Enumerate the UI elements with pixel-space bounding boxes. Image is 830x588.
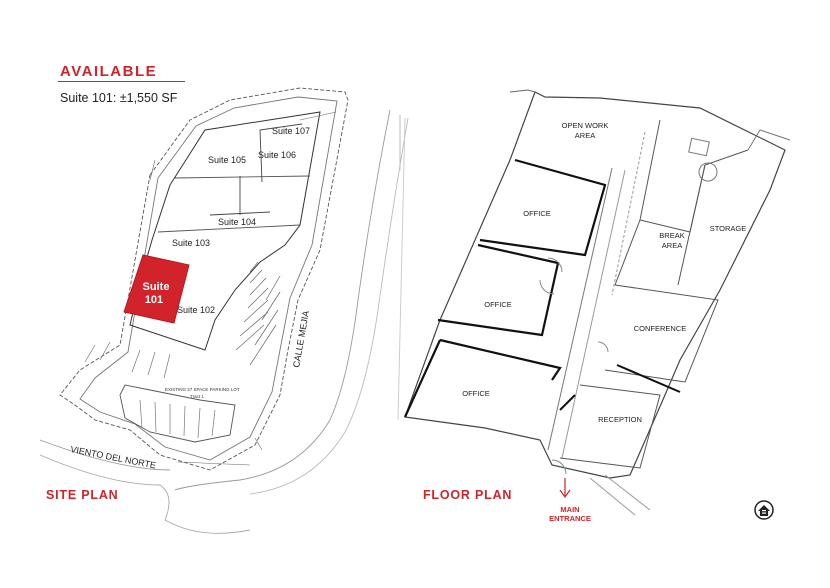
heading-rule — [58, 81, 185, 82]
room-reception: RECEPTION — [598, 415, 642, 424]
office-3-walls — [439, 338, 562, 381]
room-open-work-line1: OPEN WORK — [562, 121, 609, 130]
suite-105-label: Suite 105 — [208, 155, 246, 165]
available-heading: AVAILABLE — [60, 63, 158, 80]
floor-plan — [397, 89, 791, 516]
site-plan — [39, 87, 409, 534]
room-open-work-line2: AREA — [575, 131, 595, 140]
suite-101-label-line1: Suite — [143, 281, 170, 293]
room-office-3: OFFICE — [462, 389, 490, 398]
lot-boundary — [59, 87, 349, 471]
suite-availability: Suite 101: ±1,550 SF — [60, 91, 178, 105]
suite-104-label: Suite 104 — [218, 217, 256, 227]
parking-note: EXISTING 27 SPACE PARKING LOT — [165, 387, 240, 392]
room-office-1: OFFICE — [523, 209, 551, 218]
main-entrance-line2: ENTRANCE — [549, 514, 591, 523]
suite-101-label-line2: 101 — [145, 294, 163, 306]
office-1-walls — [479, 158, 607, 257]
suite-106-label: Suite 106 — [258, 150, 296, 160]
office-2-walls — [437, 243, 560, 337]
room-break-line1: BREAK — [659, 231, 684, 240]
reception-walls — [559, 384, 661, 469]
road-curve — [174, 109, 391, 491]
tract-label: Tract 1 — [190, 394, 204, 399]
room-break-line2: AREA — [662, 241, 682, 250]
main-entrance-line1: MAIN — [560, 505, 580, 514]
suite-103-label: Suite 103 — [172, 238, 210, 248]
floor-plan-label: FLOOR PLAN — [423, 488, 513, 502]
suite-101-highlight — [123, 254, 190, 324]
room-storage: STORAGE — [710, 224, 747, 233]
fixture-toilet — [698, 162, 718, 182]
street-viento-del-norte: VIENTO DEL NORTE — [70, 444, 157, 470]
floor-exterior-wall — [404, 91, 786, 479]
equal-housing-opportunity-icon — [754, 500, 774, 520]
room-conference: CONFERENCE — [634, 324, 687, 333]
suite-102-label: Suite 102 — [177, 305, 215, 315]
site-plan-label: SITE PLAN — [46, 488, 119, 502]
main-entrance-label: MAIN ENTRANCE — [538, 505, 602, 523]
room-office-2: OFFICE — [484, 300, 512, 309]
suite-107-label: Suite 107 — [272, 126, 310, 136]
